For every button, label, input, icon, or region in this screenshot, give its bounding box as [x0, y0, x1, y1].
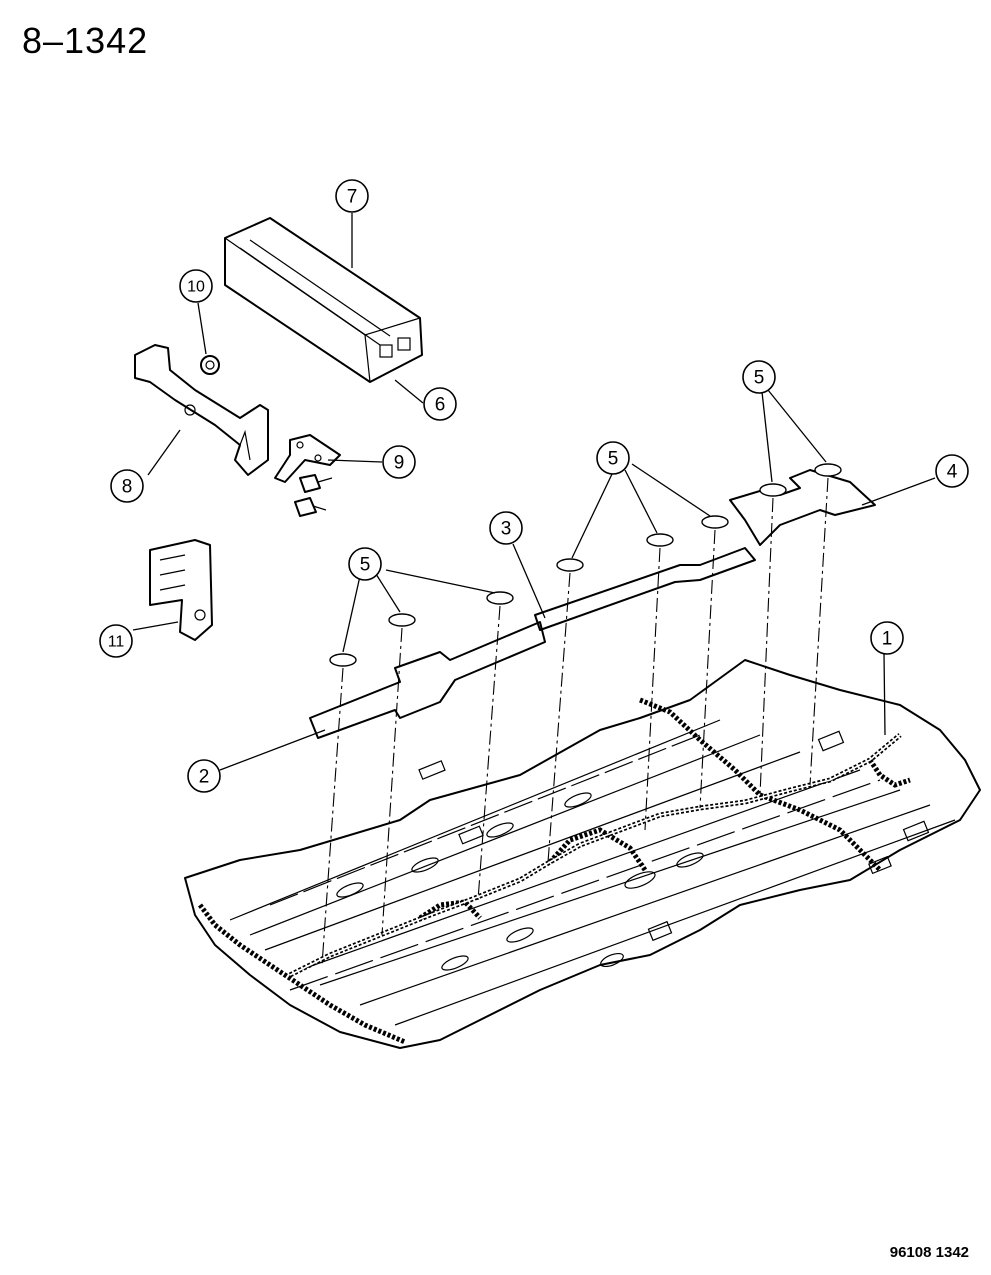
- callout-5-label: 5: [360, 555, 371, 576]
- callout-5: 5: [596, 441, 630, 475]
- callout-8-label: 8: [122, 477, 133, 498]
- callout-10-label: 10: [187, 279, 205, 296]
- callout-6: 6: [423, 387, 457, 421]
- callout-6-label: 6: [435, 395, 446, 416]
- figure-code: 96108 1342: [889, 1244, 969, 1261]
- callout-2-label: 2: [199, 767, 210, 788]
- screw: [294, 497, 327, 517]
- callout-5-label: 5: [608, 449, 619, 470]
- callout-8: 8: [110, 469, 144, 503]
- callout-1: 1: [870, 621, 904, 655]
- control-module: [224, 217, 423, 383]
- callout-1-label: 1: [882, 629, 893, 650]
- callout-11: 11: [99, 624, 133, 658]
- callout-4: 4: [935, 454, 969, 488]
- bracket: [134, 344, 269, 476]
- push-pin-clips: [321, 463, 842, 966]
- callout-5: 5: [348, 547, 382, 581]
- callout-5-label: 5: [754, 368, 765, 389]
- wiring-harness: [198, 697, 911, 1045]
- plate-4: [729, 469, 876, 546]
- plate-3: [534, 547, 756, 631]
- leader-lines: [132, 213, 936, 771]
- callout-9: 9: [382, 445, 416, 479]
- callout-5: 5: [742, 360, 776, 394]
- callout-9-label: 9: [394, 453, 405, 474]
- callout-7: 7: [335, 179, 369, 213]
- callout-3-label: 3: [501, 519, 512, 540]
- callout-11-label: 11: [108, 634, 125, 651]
- callout-4-label: 4: [947, 462, 958, 483]
- page-number: 8–1342: [22, 20, 149, 61]
- callout-3: 3: [489, 511, 523, 545]
- callout-2: 2: [187, 759, 221, 793]
- plate-2: [309, 621, 546, 739]
- callout-7-label: 7: [347, 187, 358, 208]
- floor-pan: [184, 659, 981, 1049]
- nut: [200, 355, 220, 375]
- small-bracket: [274, 434, 341, 483]
- callout-10: 10: [179, 269, 213, 303]
- screw: [299, 474, 333, 493]
- mounting-bracket: [149, 539, 213, 641]
